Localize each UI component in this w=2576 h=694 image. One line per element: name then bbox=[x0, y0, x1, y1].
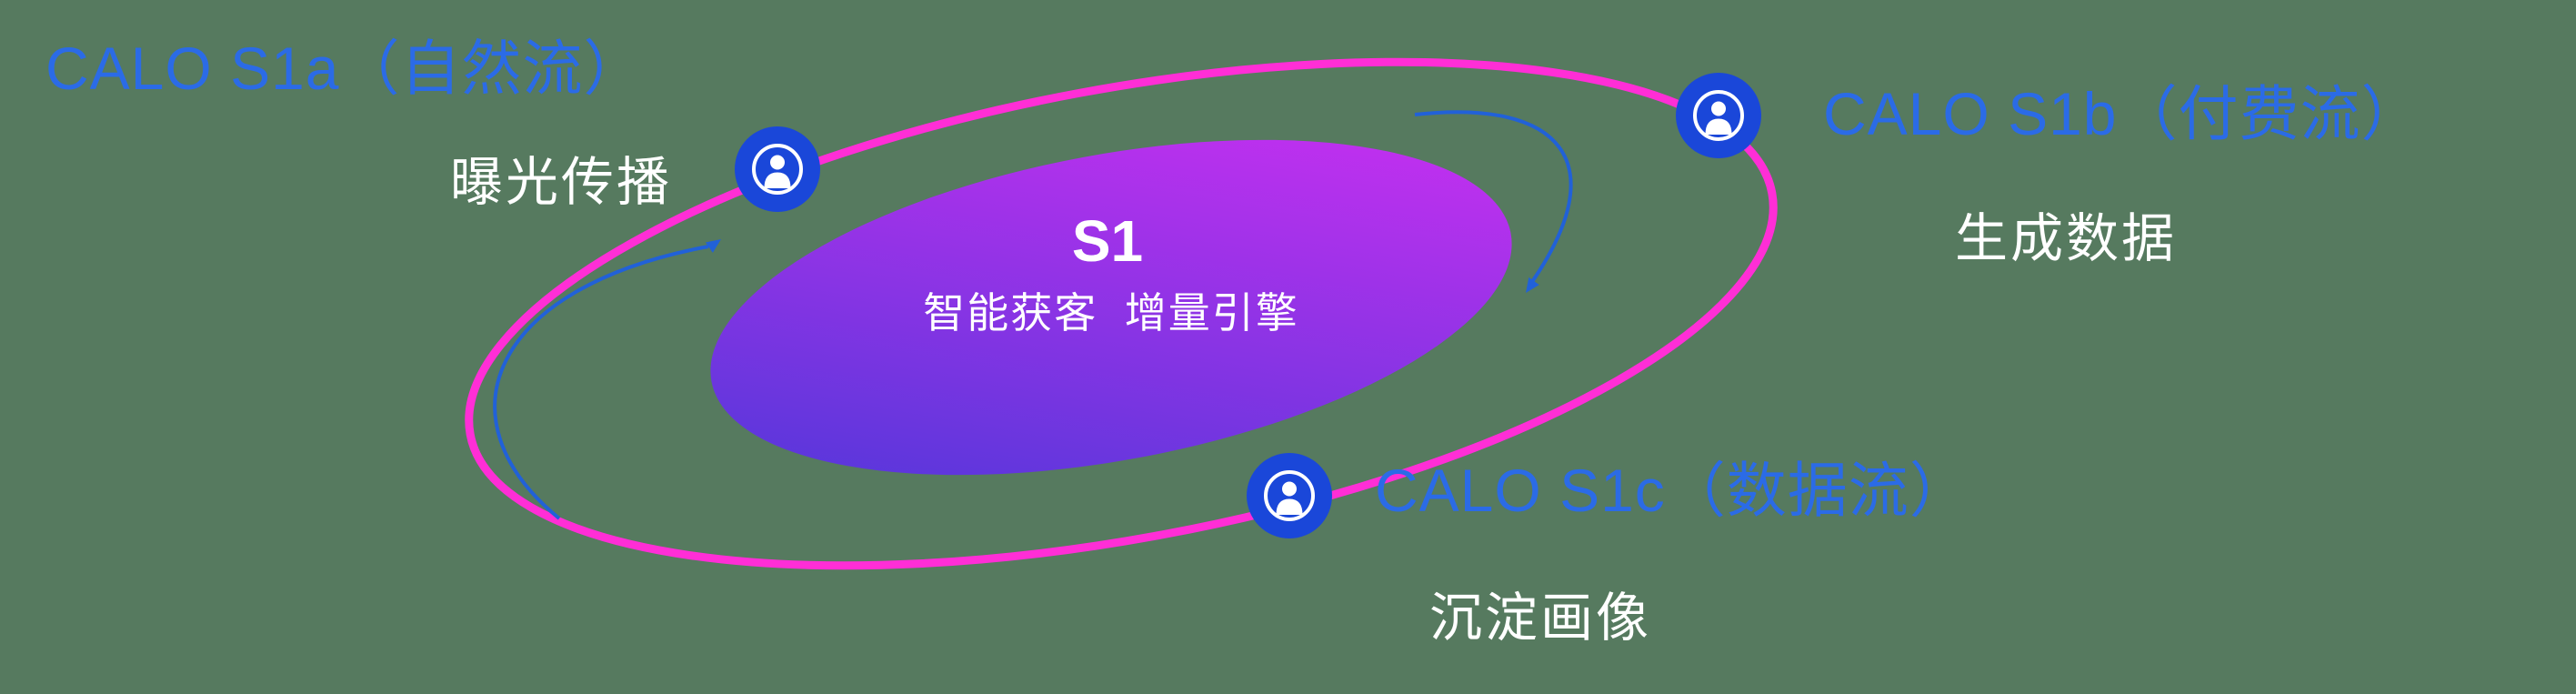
node-s1c bbox=[1247, 453, 1332, 538]
flow-arrow-left bbox=[493, 245, 709, 520]
node-s1b-sublabel: 生成数据 bbox=[1955, 209, 2178, 268]
node-s1a-sublabel: 曝光传播 bbox=[450, 153, 673, 212]
node-s1a bbox=[735, 126, 820, 212]
node-s1c-sublabel: 沉淀画像 bbox=[1429, 588, 1652, 648]
flow-arrow-right bbox=[1414, 110, 1573, 287]
flow-arrow-left-head-icon bbox=[705, 239, 721, 253]
node-s1c-label: CALO S1c（数据流） bbox=[1375, 457, 1970, 524]
orbit-ring bbox=[465, 57, 1778, 570]
core-title: S1 bbox=[1071, 208, 1144, 274]
flow-arrow-right-head-icon bbox=[1526, 277, 1539, 293]
person-icon bbox=[1264, 470, 1315, 521]
node-s1b-label: CALO S1b（付费流） bbox=[1823, 80, 2422, 147]
node-s1a-label: CALO S1a（自然流） bbox=[45, 35, 645, 102]
core-subtitle: 智能获客 增量引擎 bbox=[923, 289, 1299, 337]
core-ellipse bbox=[710, 139, 1512, 476]
node-s1b bbox=[1676, 73, 1761, 158]
person-icon bbox=[752, 144, 803, 195]
person-icon bbox=[1693, 90, 1744, 141]
